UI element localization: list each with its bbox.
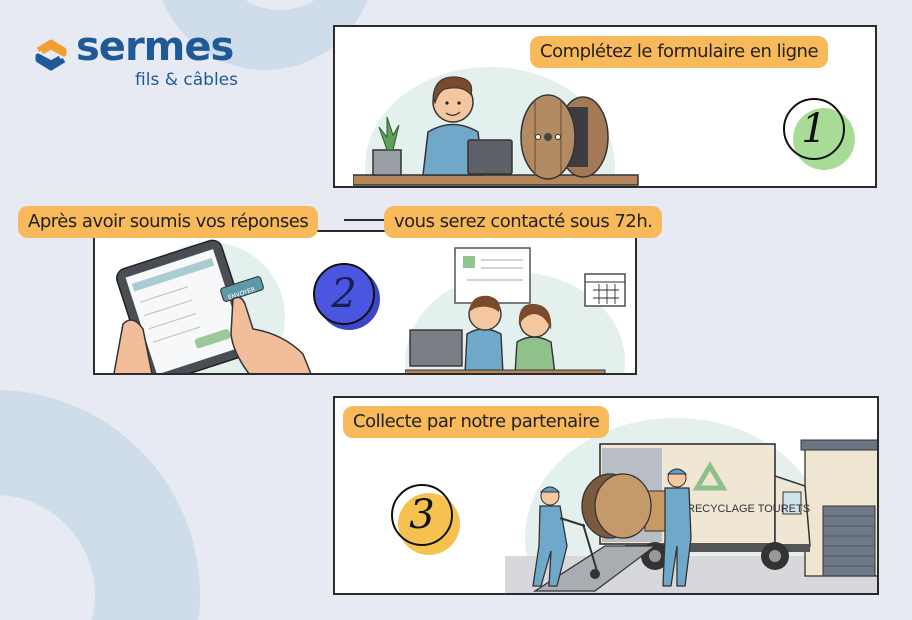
logo-hex-icon [35,39,67,71]
step-1-panel [333,25,877,188]
brand-tagline: fils & câbles [135,70,238,90]
tablet-hand-illustration: ENVOYER [113,239,312,373]
step-2-label-right: vous serez contacté sous 72h. [384,206,663,238]
truck-text: RECYCLAGE TOURETS [687,503,810,515]
man-tablet-reel-illustration [353,76,639,186]
step-3-panel: RECYCLAGE TOURETS [333,396,879,595]
step-2-label-left: Après avoir soumis vos réponses [18,206,319,238]
truck-loading-illustration: RECYCLAGE TOURETS [505,439,877,593]
team-desk-illustration [405,247,626,373]
step-3-label: Collecte par notre partenaire [343,406,610,438]
step-2-connector-line [344,219,384,221]
brand-logo: sermes fils & câbles [34,24,244,92]
step-3-badge: 3 [391,484,453,546]
step-1-label: Complétez le formulaire en ligne [530,36,829,68]
step-1-badge: 1 [783,98,845,160]
background-ring-top-inner [215,0,345,10]
step-2-badge: 2 [313,263,375,325]
brand-name: sermes [76,24,234,70]
